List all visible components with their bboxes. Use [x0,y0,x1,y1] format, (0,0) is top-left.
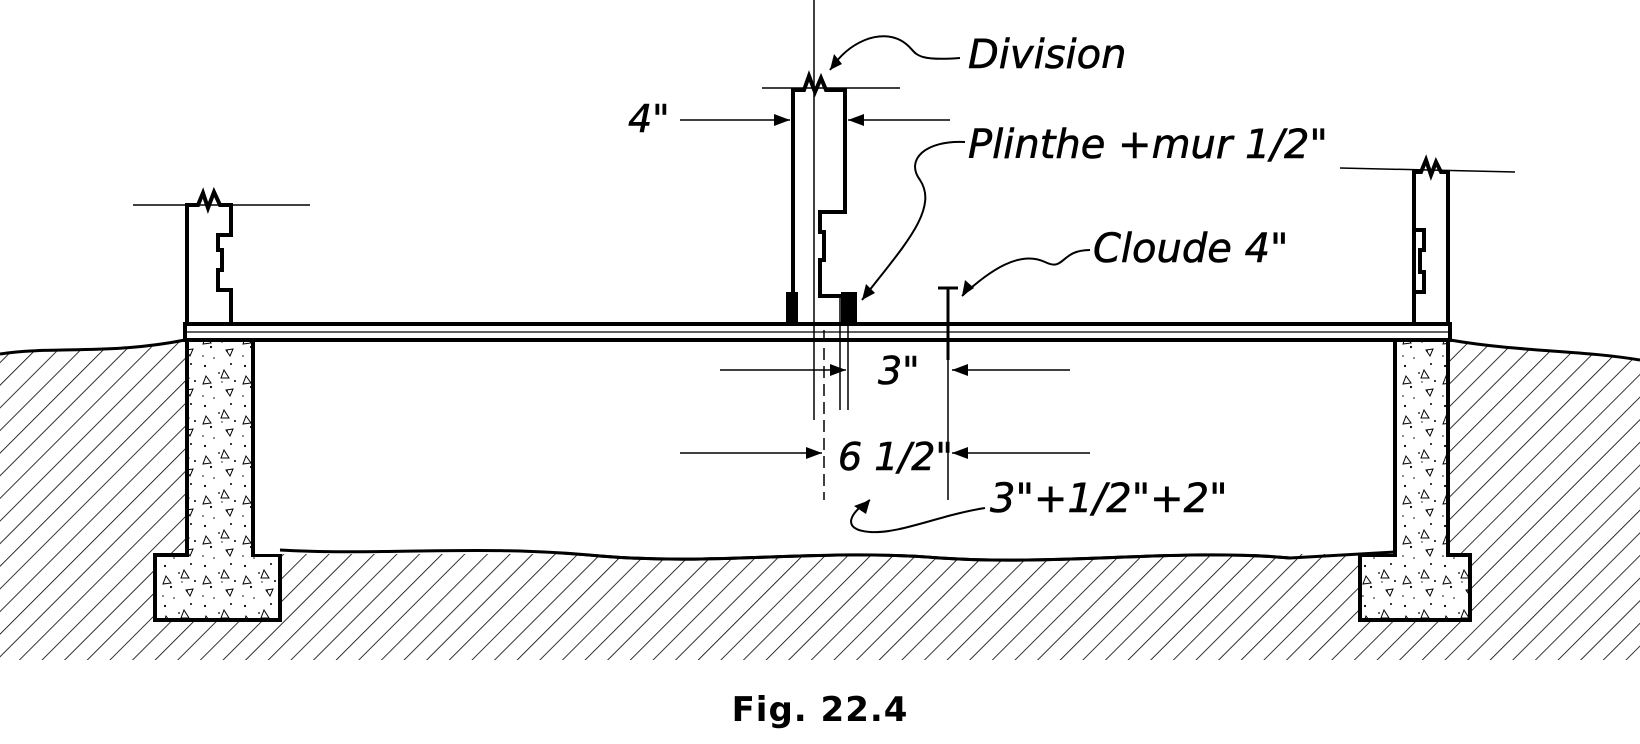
ground-surface-left [0,338,186,356]
figure-caption: Fig. 22.4 [731,690,909,730]
leader-formula [850,499,986,534]
ground-left [0,340,1640,660]
label-dim-3: 3" [878,349,920,393]
label-division: Division [968,32,1126,78]
nail [938,286,958,360]
foundation-section-drawing: Division Plinthe +mur 1/2" Cloude 4" 4" … [0,0,1640,660]
partition-wall [791,70,847,324]
left-wall [185,186,233,324]
leader-plinthe [861,140,966,301]
right-foundation [1358,336,1472,622]
ground-surface-right [1449,338,1640,362]
label-dim-4: 4" [628,97,670,141]
plinth-left [786,292,798,324]
plinth-right [841,292,857,324]
leader-cloude [961,249,1091,297]
label-plinthe: Plinthe +mur 1/2" [968,122,1328,168]
label-cloude: Cloude 4" [1093,226,1288,272]
label-formula: 3"+1/2"+2" [990,476,1228,522]
leader-division [829,35,961,71]
label-dim-6-5: 6 1/2" [838,435,953,479]
right-wall [1412,154,1450,324]
